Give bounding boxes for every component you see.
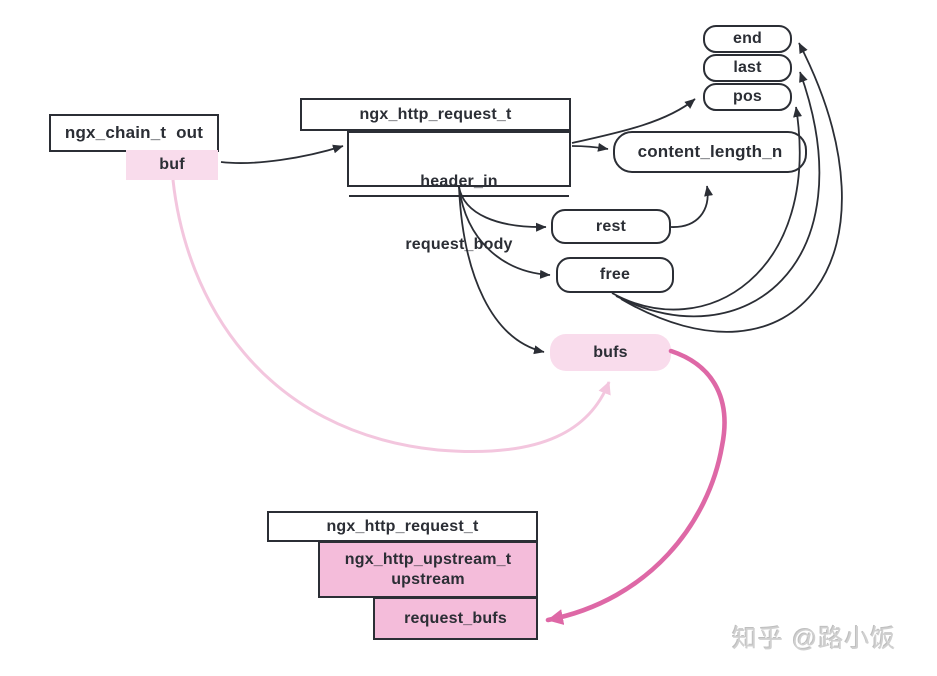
- upstream-field-label: upstream: [391, 570, 465, 588]
- node-ngx-http-request-t-top: ngx_http_request_t: [300, 98, 571, 131]
- node-pos: pos: [703, 83, 792, 111]
- arrow-buf-to-header-in: [220, 144, 344, 164]
- node-rest: rest: [551, 209, 671, 244]
- upstream-type-label: ngx_http_upstream_t: [344, 550, 512, 568]
- node-ngx-chain-t-out: ngx_chain_t out: [49, 114, 219, 152]
- node-ngx-http-upstream-t: ngx_http_upstream_t upstream: [318, 541, 538, 598]
- node-bufs: bufs: [550, 334, 671, 371]
- node-last: last: [703, 54, 792, 82]
- node-ngx-http-request-t-bottom: ngx_http_request_t: [267, 511, 538, 542]
- arrow-rest-to-content-length-n: [670, 185, 714, 228]
- node-buf: buf: [126, 150, 218, 180]
- node-content-length-n: content_length_n: [613, 131, 807, 173]
- node-free: free: [556, 257, 674, 293]
- node-request-bufs: request_bufs: [373, 597, 538, 640]
- node-end: end: [703, 25, 792, 53]
- arrow-header-in-to-content-length-n: [571, 142, 609, 152]
- node-request-body: request_body: [405, 236, 513, 254]
- node-header-in: header_in: [349, 169, 569, 197]
- arrow-bufs-to-request-bufs: [545, 348, 727, 625]
- node-request-fields-group: header_in request_body: [347, 131, 571, 253]
- watermark-zhihu: 知乎 @路小饭: [732, 625, 897, 653]
